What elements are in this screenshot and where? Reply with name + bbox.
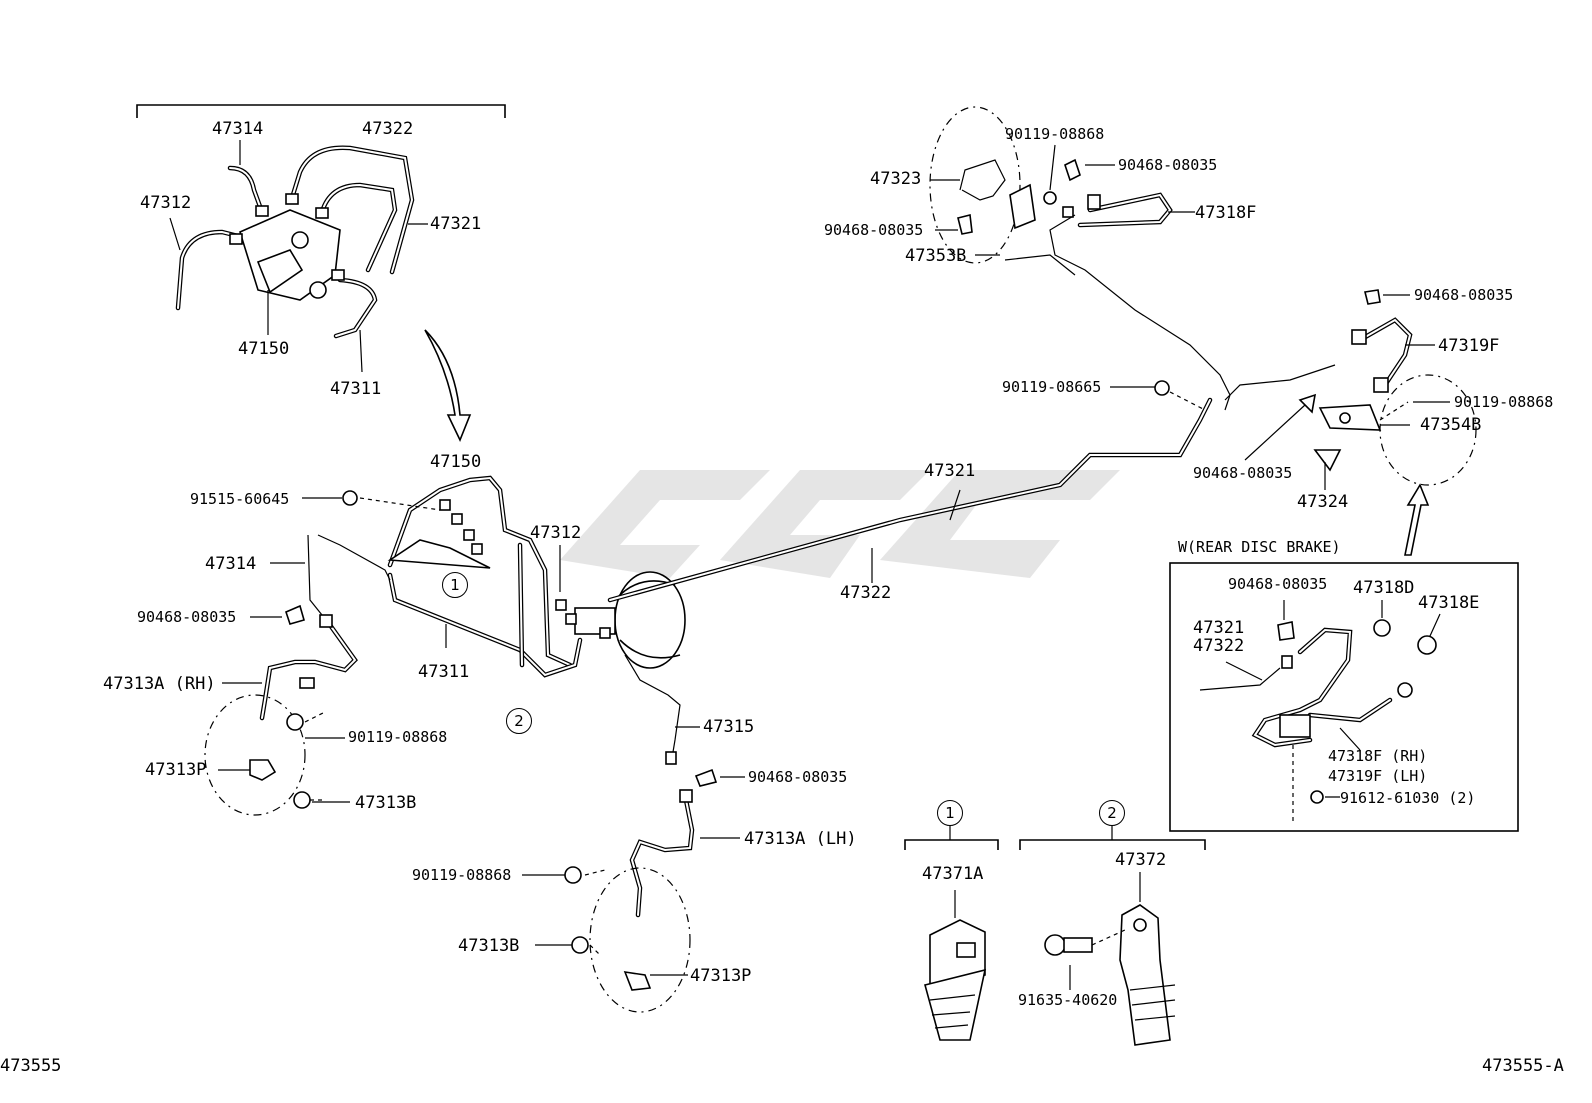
front-lh-caliper-outline [589,867,691,1013]
label-47312-front: 47312 [530,523,582,543]
label-47321-top: 47321 [430,214,482,234]
clamp-callout-1: 1 [937,800,963,826]
label-47318d: 47318D [1353,578,1415,598]
label-47371a: 47371A [922,864,984,884]
label-47322-disc: 47322 [1193,636,1245,656]
group-bracket [136,104,506,118]
rear-disc-brake-box [1169,562,1519,832]
label-47319f: 47319F [1438,336,1500,356]
label-47314-top: 47314 [212,119,264,139]
label-47322-top: 47322 [362,119,414,139]
footer-diagram-id-right: 473555-A [1482,1056,1564,1076]
label-90468-08035-a: 90468-08035 [137,608,237,626]
label-47372: 47372 [1115,850,1167,870]
clamp-47371a [924,890,987,1041]
label-90468-08035-disc: 90468-08035 [1228,575,1328,593]
disc-box-title: W(REAR DISC BRAKE) [1178,538,1341,556]
rear-brake-lines [957,158,1413,472]
label-90119-08868-e: 90119-08868 [1454,393,1554,411]
label-91635-40620: 91635-40620 [1018,991,1118,1009]
label-47322-front: 47322 [840,583,892,603]
callout-2: 2 [506,708,532,734]
label-47319f-lh: 47319F (LH) [1328,767,1428,785]
label-47313p-b: 47313P [690,966,752,986]
label-47315: 47315 [703,717,755,737]
label-47318f-rh: 47318F (RH) [1328,747,1428,765]
label-47318f: 47318F [1195,203,1257,223]
label-47321-disc: 47321 [1193,618,1245,638]
label-47311-front: 47311 [418,662,470,682]
clamp-47372 [1044,872,1176,1046]
brake-booster [574,571,686,669]
label-91515-60645: 91515-60645 [190,490,290,508]
label-47313p-a: 47313P [145,760,207,780]
label-47150-top: 47150 [238,339,290,359]
label-47354b: 47354B [1420,415,1482,435]
label-47312-top: 47312 [140,193,192,213]
clamp1-bracket [904,839,999,850]
rear-lh-caliper-outline [929,106,1021,264]
label-47318e: 47318E [1418,593,1480,613]
callout-1: 1 [442,572,468,598]
label-47313a-lh: 47313A (LH) [744,829,857,849]
label-90468-08035-d: 90468-08035 [824,221,924,239]
label-90468-08035-c: 90468-08035 [1118,156,1218,174]
label-47313b-a: 47313B [355,793,417,813]
footer-diagram-id-left: 473555 [0,1056,62,1076]
label-47353b: 47353B [905,246,967,266]
label-47323: 47323 [870,169,922,189]
label-90119-08868-c: 90119-08868 [1005,125,1105,143]
label-90468-08035-b: 90468-08035 [748,768,848,786]
label-47311-top: 47311 [330,379,382,399]
label-47313a-rh: 47313A (RH) [103,674,216,694]
label-90119-08665: 90119-08665 [1002,378,1102,396]
label-90119-08868-b: 90119-08868 [412,866,512,884]
label-47313b-b: 47313B [458,936,520,956]
front-rh-caliper-outline [204,694,306,816]
disc-view-arrow [1404,483,1430,556]
label-47321-front: 47321 [924,461,976,481]
front-fasteners [249,490,718,991]
watermark-logo [560,470,1120,578]
label-90119-08868-a: 90119-08868 [348,728,448,746]
label-90468-08035-f: 90468-08035 [1193,464,1293,482]
label-47150-front: 47150 [430,452,482,472]
label-47314-front: 47314 [205,554,257,574]
view-arrow [424,329,472,442]
proportioning-valve-assembly [175,145,415,339]
clamp-callout-2: 2 [1099,800,1125,826]
front-brake-lines [259,397,1213,918]
label-90468-08035-e: 90468-08035 [1414,286,1514,304]
label-47324: 47324 [1297,492,1349,512]
rear-disc-parts [1199,619,1437,825]
rear-rh-caliper-outline [1379,374,1477,486]
clamp2-bracket [1019,839,1206,850]
label-91612-61030: 91612-61030 (2) [1340,789,1476,807]
